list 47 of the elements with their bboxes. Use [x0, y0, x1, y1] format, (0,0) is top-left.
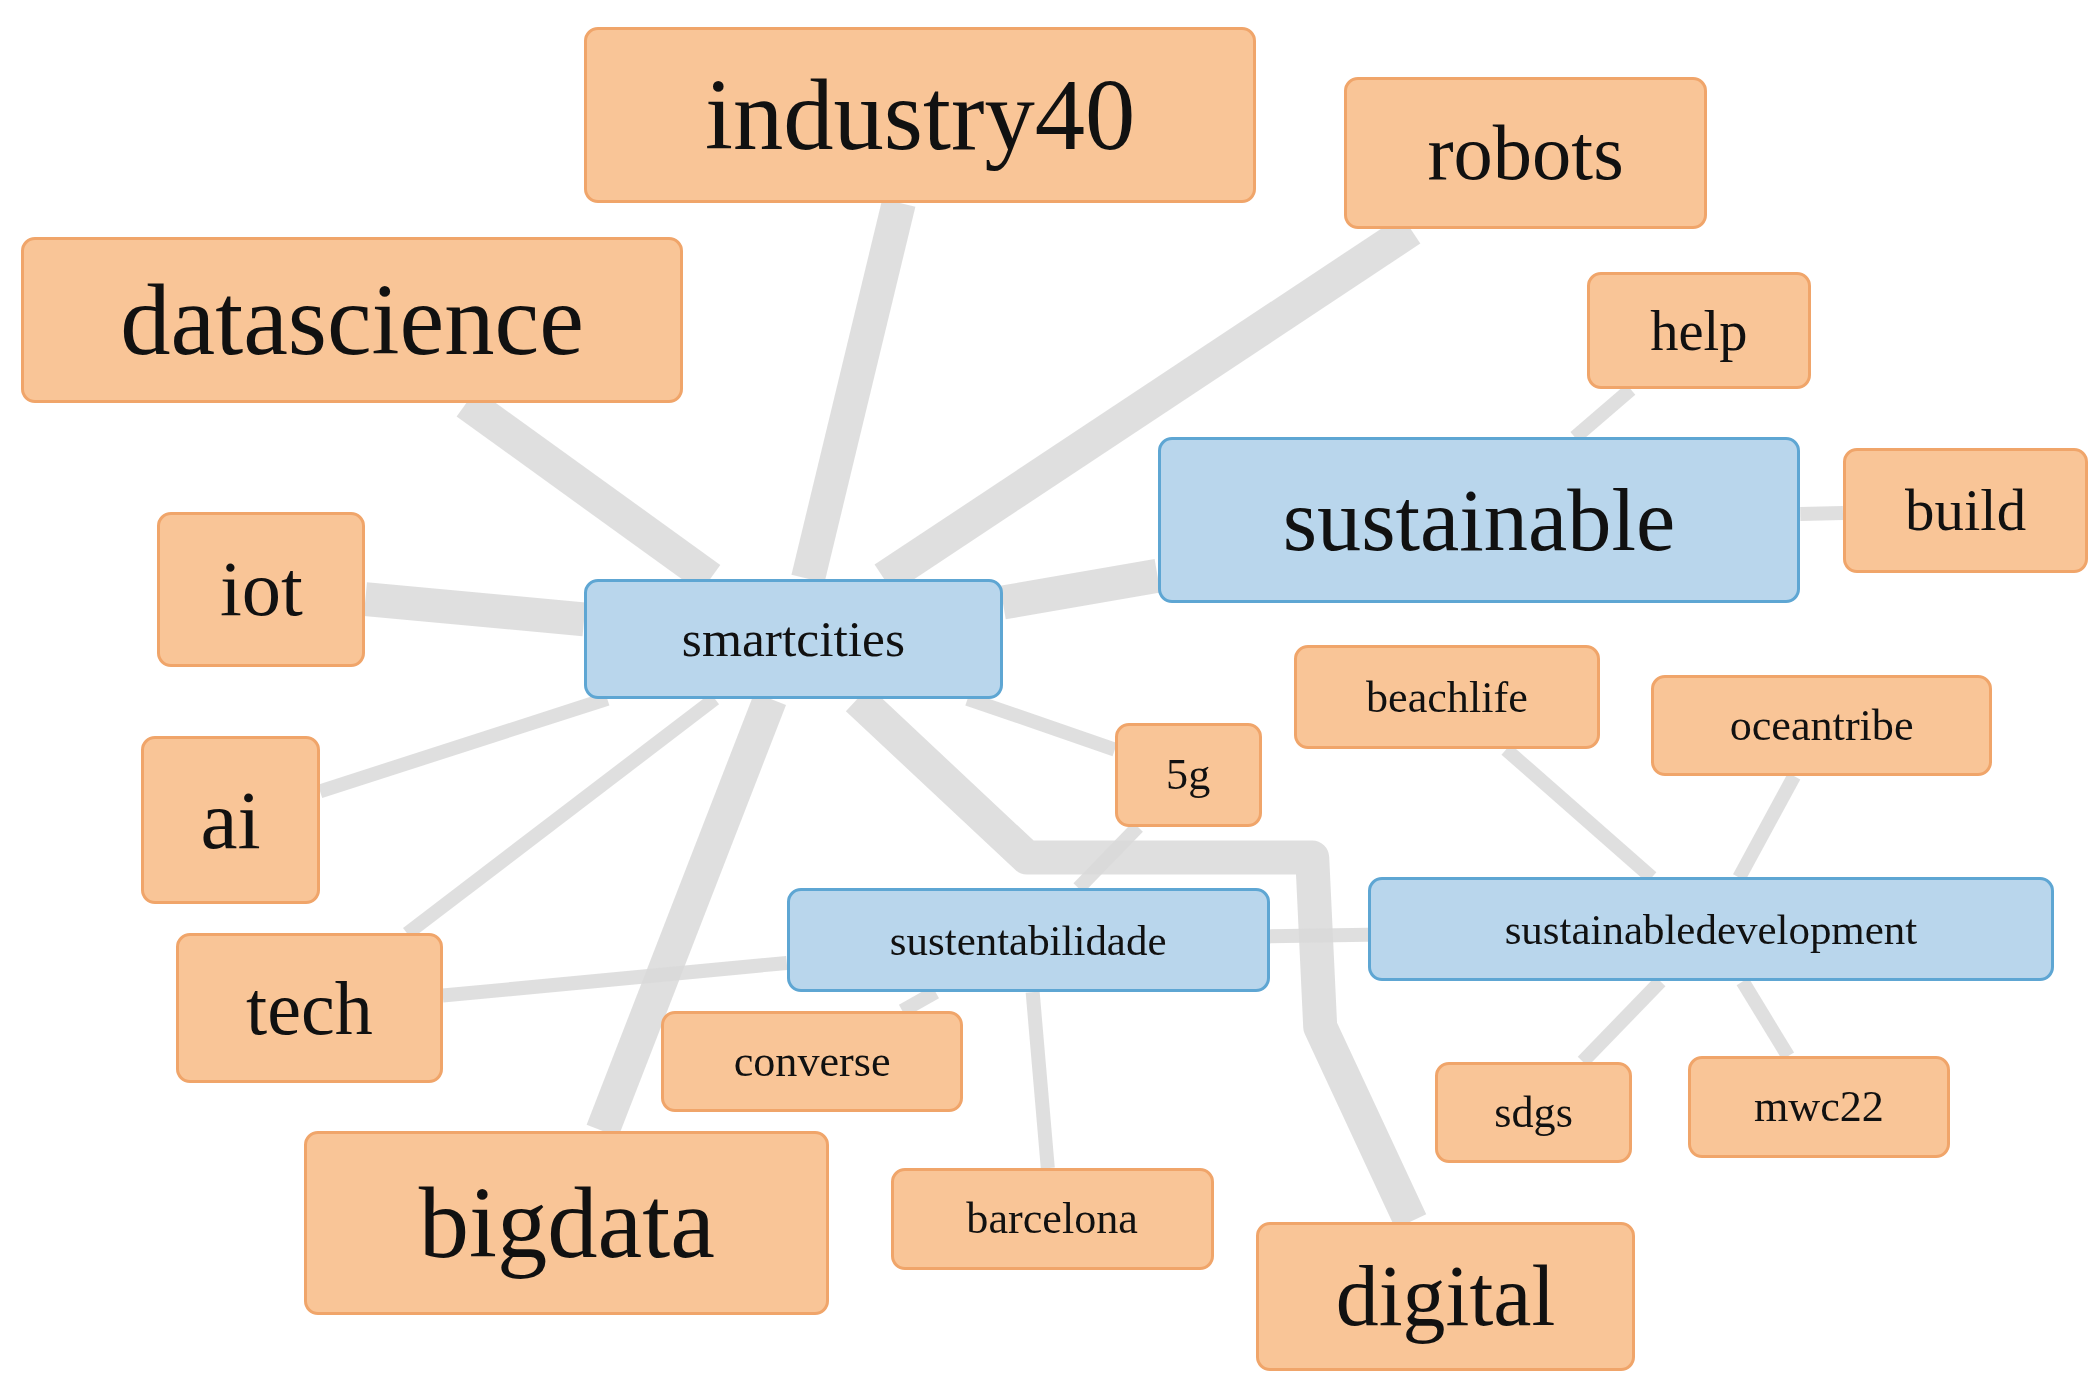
- hashtag-box: [661, 1010, 963, 1113]
- hashtag-box: [1256, 1221, 1635, 1371]
- hashtag-text: sustainabledevelopment: [1504, 904, 1918, 954]
- hashtag-text: tech: [246, 964, 373, 1052]
- hashtag-text: iot: [219, 544, 303, 635]
- hashtag-text: 5g: [1166, 749, 1211, 801]
- hashtag-box: [1434, 1061, 1633, 1163]
- hashtag-box: [157, 512, 366, 667]
- connector-line: [1269, 927, 1369, 944]
- hashtag-box: [1344, 77, 1707, 230]
- connector-line: [1025, 991, 1055, 1169]
- hashtag-box: [304, 1130, 830, 1315]
- hashtag-text: robots: [1427, 108, 1624, 199]
- hashtag-text: mwc22: [1753, 1081, 1884, 1133]
- hashtag-text: digital: [1335, 1247, 1556, 1347]
- hashtag-box: [1650, 674, 1993, 777]
- hashtag-box: [584, 578, 1003, 699]
- hashtag-box: [1688, 1056, 1950, 1158]
- hashtag-box: [890, 1168, 1214, 1270]
- connector-line: [1800, 506, 1844, 521]
- hashtag-text: help: [1650, 298, 1748, 363]
- hashtag-box: [21, 237, 683, 403]
- hashtag-box: [584, 26, 1257, 203]
- connector-line: [363, 582, 586, 637]
- hashtag-box: [1368, 877, 2054, 982]
- hashtag-box: [1842, 448, 2089, 574]
- hashtag-text: beachlife: [1366, 671, 1528, 723]
- hashtag-box: [141, 736, 321, 905]
- hashtag-box: [1586, 272, 1811, 390]
- hashtag-text: bigdata: [418, 1165, 715, 1281]
- hashtag-text: smartcities: [681, 609, 905, 669]
- hashtag-text: barcelona: [966, 1193, 1138, 1245]
- hashtag-box: [176, 933, 443, 1083]
- hashtag-box: [1114, 722, 1262, 827]
- hashtag-text: build: [1905, 476, 2027, 545]
- hashtag-text: converse: [733, 1036, 891, 1087]
- hashtag-text: sustainable: [1282, 470, 1676, 572]
- hashtag-text: oceantribe: [1729, 699, 1914, 751]
- hashtag-box: [786, 888, 1270, 993]
- hashtag-box: [1157, 437, 1801, 603]
- hashtag-text: industry40: [704, 57, 1136, 173]
- hashtag-text: sdgs: [1494, 1086, 1573, 1138]
- hashtag-text: sustentabilidade: [889, 915, 1167, 965]
- hashtag-box: [1293, 645, 1601, 750]
- hashtag-text: datascience: [120, 263, 584, 379]
- hashtag-text: ai: [200, 773, 261, 869]
- connector-line: [442, 956, 788, 1003]
